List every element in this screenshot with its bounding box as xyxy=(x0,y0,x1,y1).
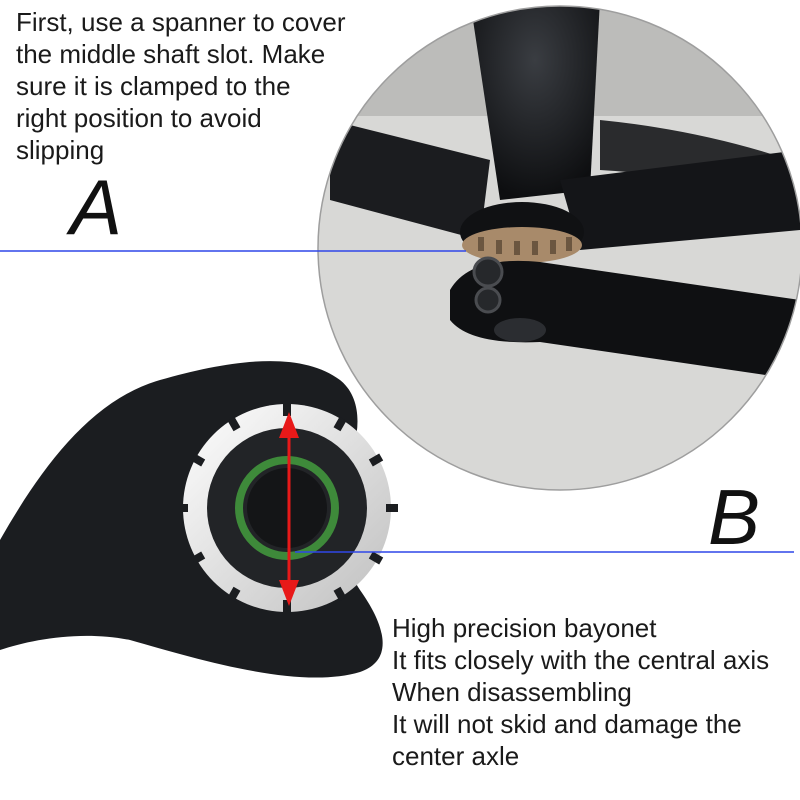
label-a: A xyxy=(70,163,123,251)
caption-a-line: First, use a spanner to cover xyxy=(16,7,346,37)
caption-a: First, use a spanner to cover the middle… xyxy=(16,6,345,166)
caption-a-line: the middle shaft slot. Make xyxy=(16,39,326,69)
double-arrow-icon xyxy=(279,412,299,606)
spanner-tool-photo-icon xyxy=(0,361,398,678)
caption-b-line: It fits closely with the central axis xyxy=(392,645,770,675)
caption-a-line: sure it is clamped to the xyxy=(16,71,291,101)
zoom-circle-outline xyxy=(317,5,800,491)
ring-notches xyxy=(176,404,398,612)
caption-a-line: slipping xyxy=(16,135,105,165)
label-b: B xyxy=(708,473,761,561)
caption-b-line: center axle xyxy=(392,741,520,771)
caption-b-line: It will not skid and damage the xyxy=(392,709,742,739)
caption-a-line: right position to avoid xyxy=(16,103,262,133)
caption-b-line: When disassembling xyxy=(392,677,632,707)
caption-b-line: High precision bayonet xyxy=(392,613,657,643)
caption-b: High precision bayonet It fits closely w… xyxy=(392,612,769,772)
